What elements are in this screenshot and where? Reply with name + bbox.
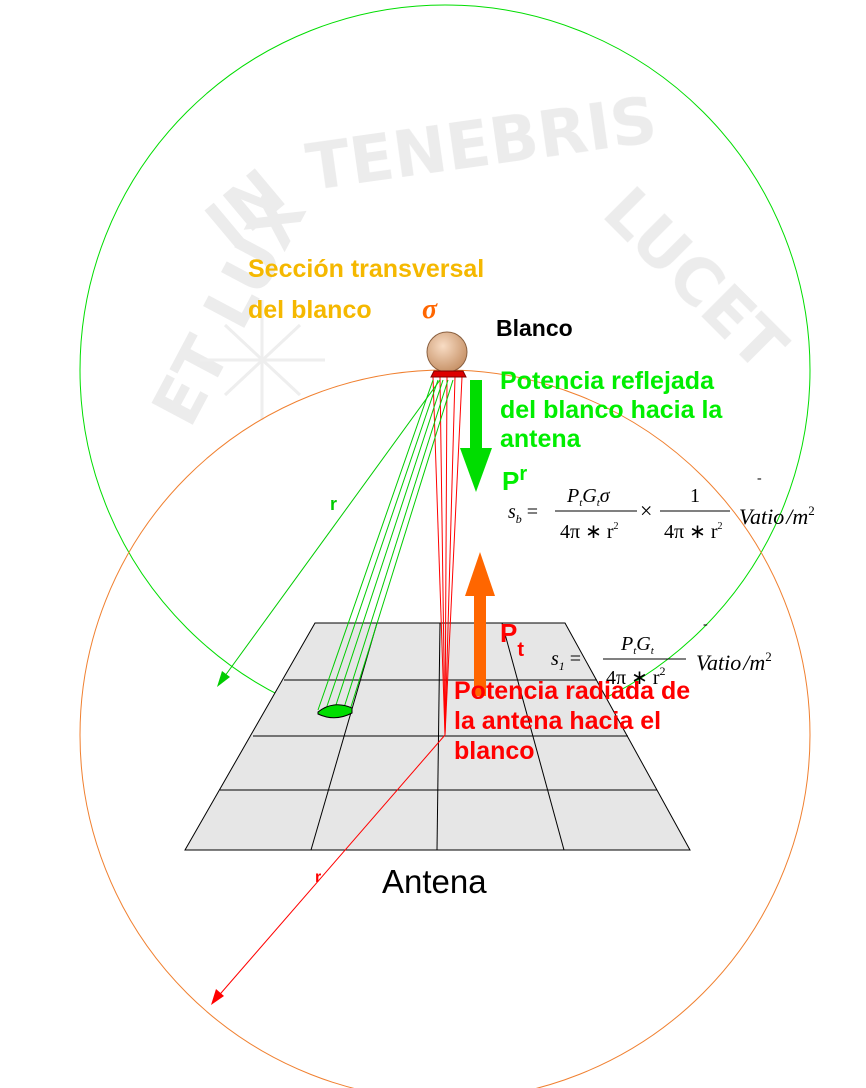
reflected-label-line3: antena	[500, 425, 582, 453]
s1-den: 4π ∗ r2	[606, 664, 666, 689]
s1-unit: Vatio/m2	[696, 649, 772, 675]
sb-times: ×	[640, 498, 652, 523]
sigma-label: σ	[422, 294, 438, 325]
red-beam	[432, 376, 463, 736]
s1-lhs: s1 =	[551, 648, 581, 673]
watermark-text-top: TENEBRIS	[302, 83, 661, 205]
sb-den1: 4π ∗ r2	[560, 521, 619, 543]
pt-label: Pt	[500, 618, 524, 661]
sb-den2: 4π ∗ r2	[664, 521, 723, 543]
antenna-grid	[184, 622, 691, 851]
radiated-label-line1: Potencia radiada de	[454, 677, 690, 705]
target-ball	[426, 331, 468, 373]
r-label-red: r	[315, 869, 321, 886]
section-label-line2: del blanco	[248, 296, 372, 324]
reflection-patch	[317, 704, 353, 719]
sb-tick: -	[757, 471, 762, 486]
target-cross-section	[430, 370, 467, 378]
pr-sub: r	[519, 463, 527, 485]
radiated-label-line3: blanco	[454, 737, 535, 765]
radiated-power-arrow	[465, 552, 495, 696]
antenna-label: Antena	[382, 863, 487, 900]
r-label-green: r	[330, 494, 337, 514]
green-beam	[317, 379, 454, 715]
reflected-label-line2: del blanco hacia la	[500, 396, 723, 424]
reflected-label-line1: Potencia reflejada	[500, 367, 715, 395]
pr-base: P	[502, 466, 519, 496]
formula-s1: - s1 = PtGt 4π ∗ r2 Vatio/m2	[551, 617, 772, 689]
s1-num: PtGt	[620, 633, 655, 657]
star-icon	[200, 300, 325, 420]
pt-sub: t	[517, 639, 524, 661]
section-label-line1: Sección transversal	[248, 255, 484, 283]
pt-base: P	[500, 618, 517, 648]
pr-label: Pr	[502, 463, 527, 496]
red-radius-arrow	[211, 734, 446, 1005]
watermark-text-right: LUCET	[589, 174, 801, 386]
reflected-power-arrow	[460, 380, 492, 492]
sb-lhs: sb =	[508, 501, 538, 526]
sb-unit: Vatio/m2	[739, 503, 815, 529]
target-label: Blanco	[496, 315, 573, 341]
sb-num2: 1	[690, 485, 700, 507]
s1-tick: -	[703, 617, 708, 632]
sb-num1: PtGtσ	[566, 485, 611, 509]
green-radius-arrow	[217, 379, 441, 687]
radiated-label-line2: la antena hacia el	[454, 707, 661, 735]
formula-sb: - sb = PtGtσ 4π ∗ r2 × 1 4π ∗ r2 Vatio/m…	[508, 471, 815, 543]
